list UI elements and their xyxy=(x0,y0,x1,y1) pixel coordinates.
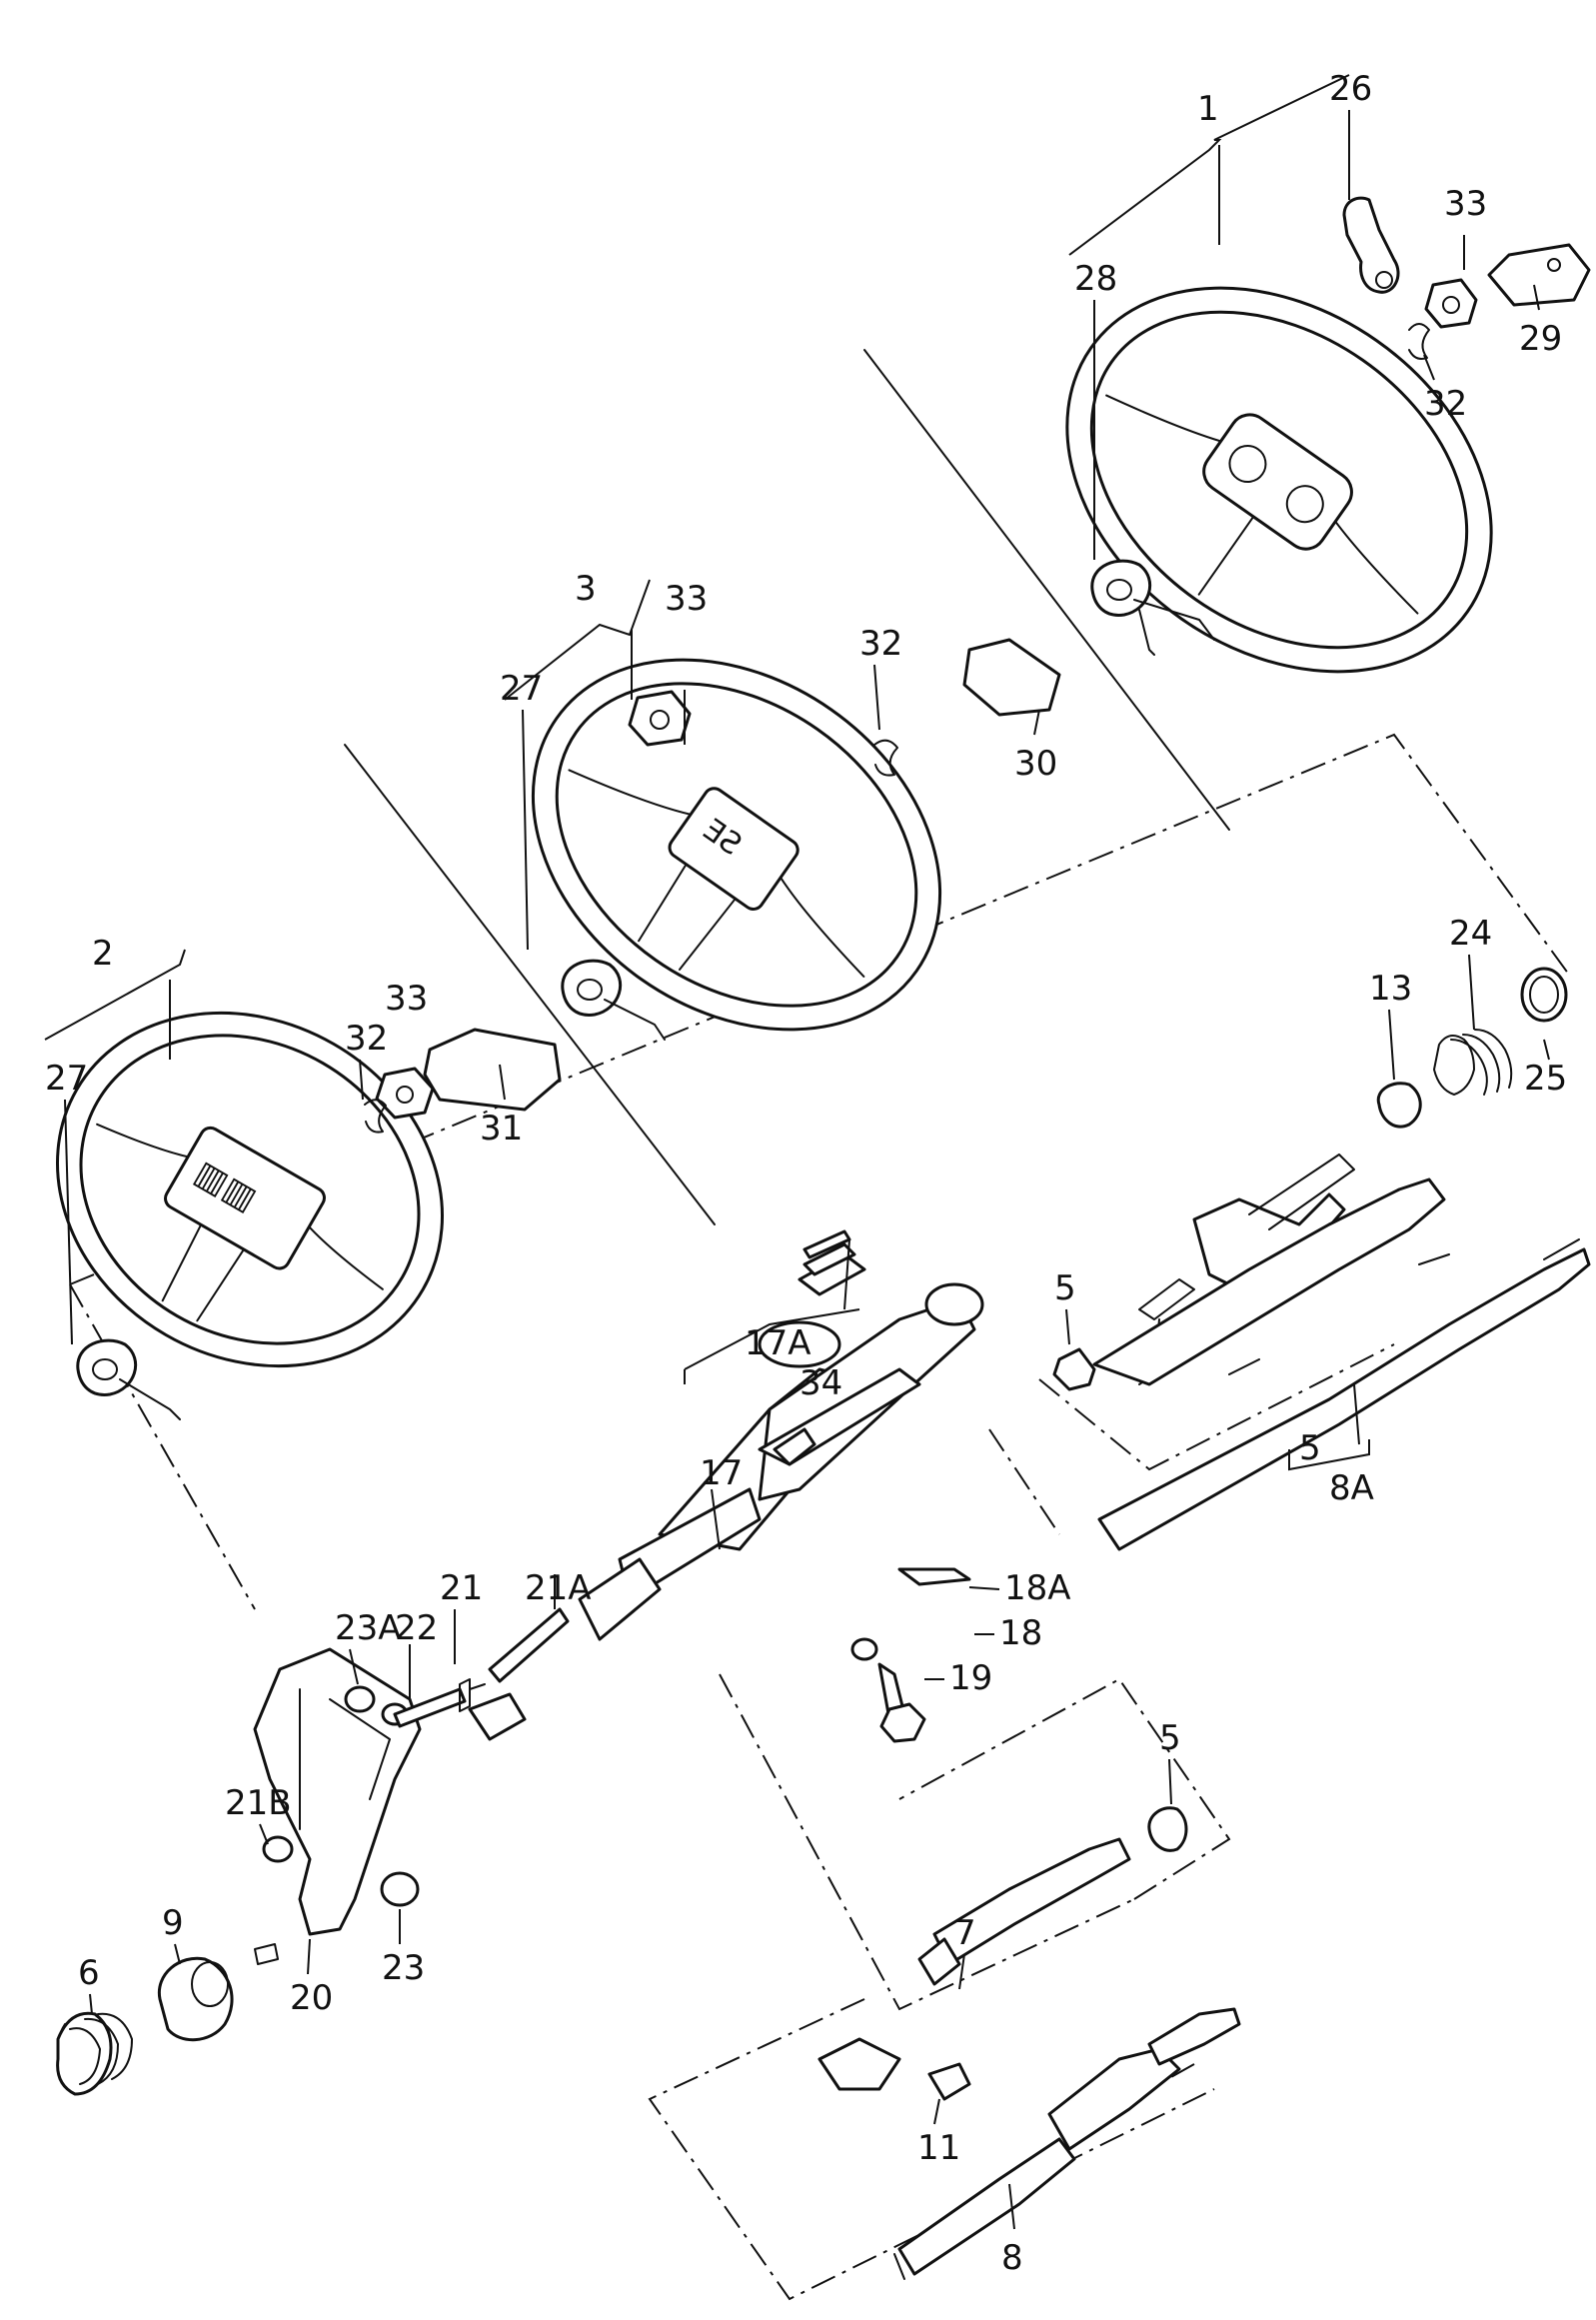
column-housing xyxy=(578,1229,984,1743)
callout-13: 13 xyxy=(1369,969,1412,1009)
callout-19: 19 xyxy=(949,1658,992,1698)
callout-2: 2 xyxy=(92,934,114,974)
callout-9: 9 xyxy=(162,1903,184,1943)
callout-21: 21 xyxy=(440,1568,483,1608)
callout-32: 32 xyxy=(859,624,902,664)
callout-23A: 23A xyxy=(335,1608,402,1648)
callout-8: 8 xyxy=(1001,2238,1023,2278)
steering-wheel-1 xyxy=(1065,196,1591,674)
callout-27: 27 xyxy=(500,669,543,709)
callout-7: 7 xyxy=(954,1913,976,1953)
callout-26: 26 xyxy=(1329,69,1372,109)
callout-5: 5 xyxy=(1299,1428,1321,1468)
callout-29: 29 xyxy=(1519,319,1562,359)
callout-23: 23 xyxy=(382,1948,425,1988)
callout-18: 18 xyxy=(999,1613,1042,1653)
callout-33: 33 xyxy=(1444,184,1487,224)
callout-17A: 17A xyxy=(745,1323,811,1363)
steering-wheel-2: ▥▥ xyxy=(56,1011,562,1420)
column-switch-assembly xyxy=(1052,967,1591,1551)
callout-33: 33 xyxy=(665,579,708,619)
callout-33: 33 xyxy=(385,979,428,1019)
callout-5: 5 xyxy=(1054,1268,1076,1308)
callout-8A: 8A xyxy=(1329,1468,1374,1508)
callout-11: 11 xyxy=(917,2128,960,2168)
callout-25: 25 xyxy=(1524,1059,1567,1099)
callout-32: 32 xyxy=(1424,384,1467,424)
spring-and-bushing xyxy=(56,1956,234,2096)
callout-20: 20 xyxy=(290,1978,333,2018)
leader-lines xyxy=(44,74,1550,2230)
callout-5: 5 xyxy=(1159,1718,1181,1758)
callout-22: 22 xyxy=(395,1608,438,1648)
callout-32: 32 xyxy=(345,1019,388,1059)
callout-21A: 21A xyxy=(525,1568,592,1608)
lower-shaft-assembly xyxy=(817,1806,1241,2280)
mounting-bracket xyxy=(253,1607,570,1965)
callout-31: 31 xyxy=(480,1109,523,1149)
steering-wheel-3: ƎƧ xyxy=(531,638,1061,1041)
callout-34: 34 xyxy=(799,1363,842,1403)
callout-18A: 18A xyxy=(1004,1568,1071,1608)
callout-30: 30 xyxy=(1014,744,1057,784)
callout-17: 17 xyxy=(700,1453,743,1493)
callout-28: 28 xyxy=(1074,259,1117,299)
callout-27: 27 xyxy=(45,1059,88,1099)
callout-6: 6 xyxy=(78,1953,100,1993)
callout-1: 1 xyxy=(1197,89,1219,129)
callout-21B: 21B xyxy=(225,1783,292,1823)
callout-24: 24 xyxy=(1449,914,1492,954)
callout-3: 3 xyxy=(575,569,597,609)
callout-labels: 1 26 33 28 29 32 3 33 32 27 30 2 33 32 2… xyxy=(45,69,1567,2278)
